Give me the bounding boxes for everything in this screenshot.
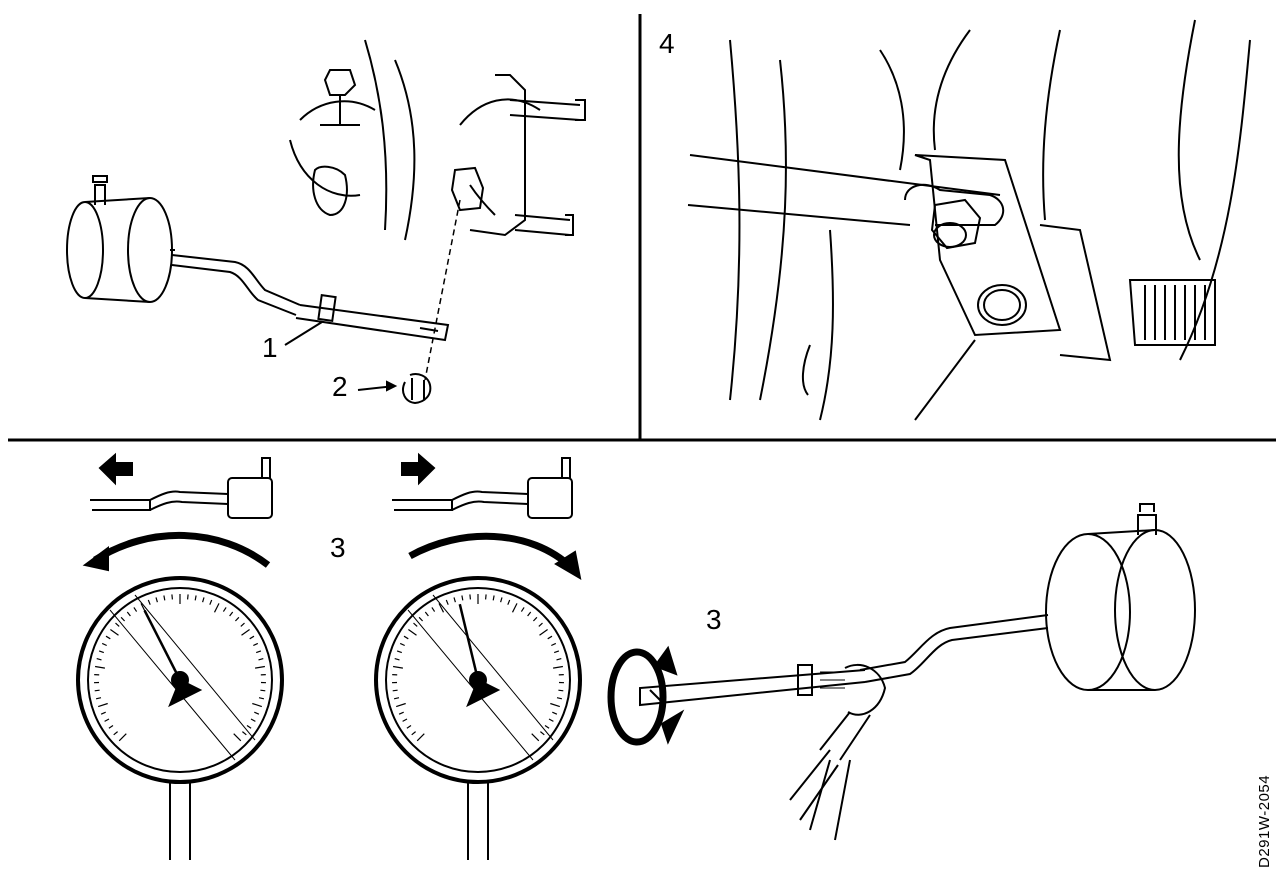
panel-top-right <box>688 20 1250 420</box>
mini-actuator-left <box>90 458 272 518</box>
panel-bottom <box>78 455 1195 860</box>
arrow-right-icon <box>402 455 434 483</box>
retaining-clip <box>403 374 430 403</box>
callout-step-4: 4 <box>659 28 675 59</box>
pressure-gauge-left <box>78 578 282 860</box>
callout-part-2: 2 <box>332 371 348 402</box>
panel-top-left <box>67 40 585 403</box>
mini-actuator-right <box>392 458 572 518</box>
callout-step-3-gauges: 3 <box>330 532 346 563</box>
panel-dividers <box>8 14 1276 440</box>
arrow-left-icon <box>100 455 132 483</box>
engine-outline <box>290 40 585 240</box>
sweep-arrow-cw-icon <box>410 536 572 568</box>
pressure-gauge-right <box>376 578 580 860</box>
sweep-arrow-ccw-icon <box>95 535 268 565</box>
wastegate-actuator-top <box>67 176 460 380</box>
callout-part-1: 1 <box>262 332 278 363</box>
callout-step-3-adjust: 3 <box>706 604 722 635</box>
callout-leaders-top <box>285 322 395 390</box>
figure-code: D291W-2054 <box>1256 774 1273 868</box>
wastegate-actuator-adjust <box>611 504 1195 840</box>
